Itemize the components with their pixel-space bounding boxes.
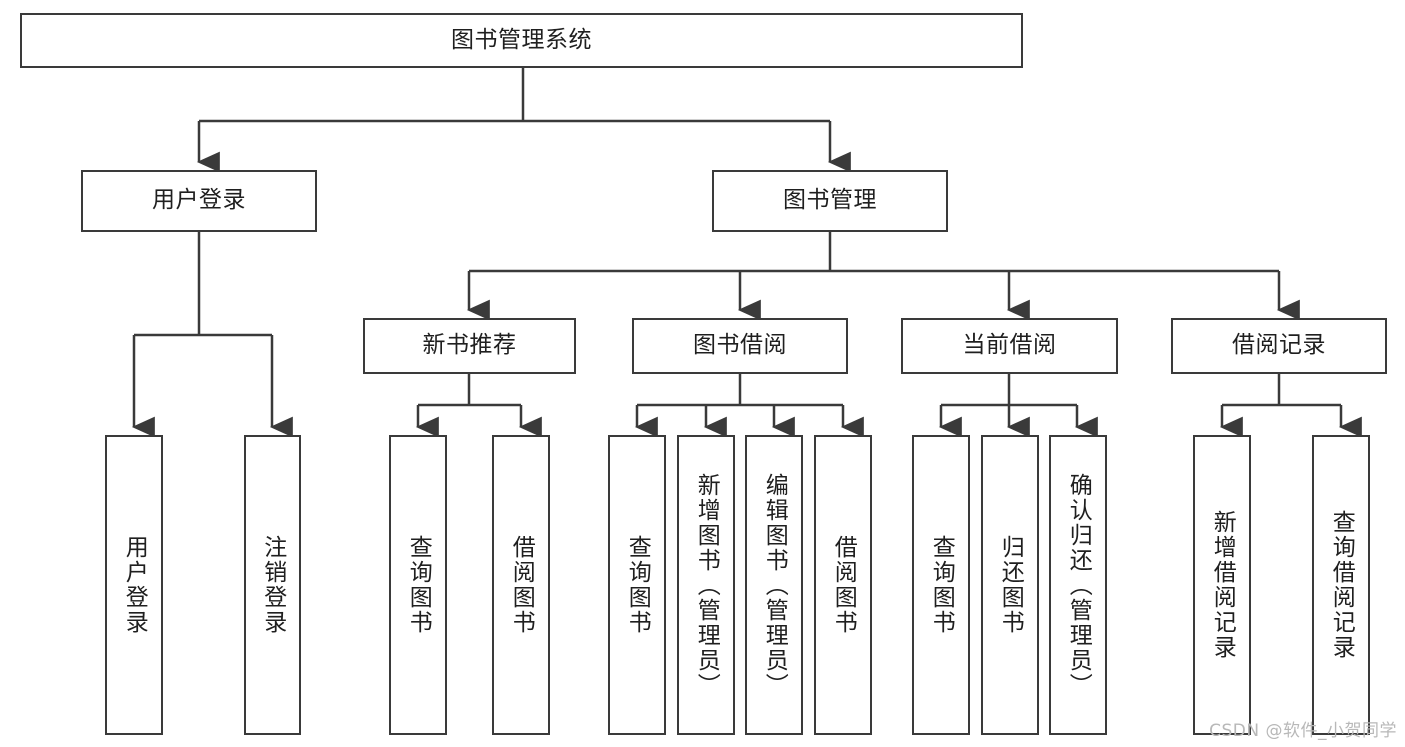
- node-book-borrow-label: 图书借阅: [693, 332, 787, 359]
- node-leaf-query-book-2[interactable]: 查询图书: [608, 435, 666, 735]
- node-user-login[interactable]: 用户登录: [81, 170, 317, 232]
- node-leaf-add-book-label: 新增图书（管理员）: [693, 472, 720, 698]
- node-leaf-user-login-label: 用户登录: [121, 535, 148, 635]
- node-leaf-borrow-book-2[interactable]: 借阅图书: [814, 435, 872, 735]
- node-borrow-record-label: 借阅记录: [1232, 332, 1326, 359]
- node-borrow-record[interactable]: 借阅记录: [1171, 318, 1387, 374]
- node-leaf-edit-book[interactable]: 编辑图书（管理员）: [745, 435, 803, 735]
- node-root[interactable]: 图书管理系统: [20, 13, 1023, 68]
- node-book-management-label: 图书管理: [783, 187, 877, 214]
- node-leaf-borrow-book-2-label: 借阅图书: [830, 535, 857, 635]
- node-leaf-edit-book-label: 编辑图书（管理员）: [761, 472, 788, 698]
- node-current-borrow[interactable]: 当前借阅: [901, 318, 1118, 374]
- node-root-label: 图书管理系统: [451, 26, 592, 53]
- node-new-book-recommend-label: 新书推荐: [422, 332, 517, 359]
- node-leaf-query-book-1[interactable]: 查询图书: [389, 435, 447, 735]
- node-book-borrow[interactable]: 图书借阅: [632, 318, 848, 374]
- node-book-management[interactable]: 图书管理: [712, 170, 948, 232]
- node-leaf-add-book[interactable]: 新增图书（管理员）: [677, 435, 735, 735]
- node-leaf-borrow-book-1-label: 借阅图书: [508, 535, 535, 635]
- node-new-book-recommend[interactable]: 新书推荐: [363, 318, 576, 374]
- node-leaf-return-book-label: 归还图书: [997, 535, 1024, 635]
- node-leaf-query-record[interactable]: 查询借阅记录: [1312, 435, 1370, 735]
- node-leaf-logout-login-label: 注销登录: [259, 535, 286, 635]
- node-leaf-query-book-3[interactable]: 查询图书: [912, 435, 970, 735]
- node-leaf-return-book[interactable]: 归还图书: [981, 435, 1039, 735]
- node-current-borrow-label: 当前借阅: [962, 332, 1057, 359]
- node-leaf-query-book-3-label: 查询图书: [928, 535, 955, 635]
- node-leaf-logout-login[interactable]: 注销登录: [244, 435, 301, 735]
- node-user-login-label: 用户登录: [152, 187, 246, 214]
- node-leaf-add-record-label: 新增借阅记录: [1209, 510, 1236, 660]
- node-leaf-borrow-book-1[interactable]: 借阅图书: [492, 435, 550, 735]
- node-leaf-query-record-label: 查询借阅记录: [1328, 510, 1355, 660]
- node-leaf-query-book-2-label: 查询图书: [624, 535, 651, 635]
- node-leaf-user-login[interactable]: 用户登录: [105, 435, 163, 735]
- node-leaf-confirm-return[interactable]: 确认归还（管理员）: [1049, 435, 1107, 735]
- node-leaf-add-record[interactable]: 新增借阅记录: [1193, 435, 1251, 735]
- node-leaf-query-book-1-label: 查询图书: [405, 535, 432, 635]
- node-leaf-confirm-return-label: 确认归还（管理员）: [1065, 472, 1092, 698]
